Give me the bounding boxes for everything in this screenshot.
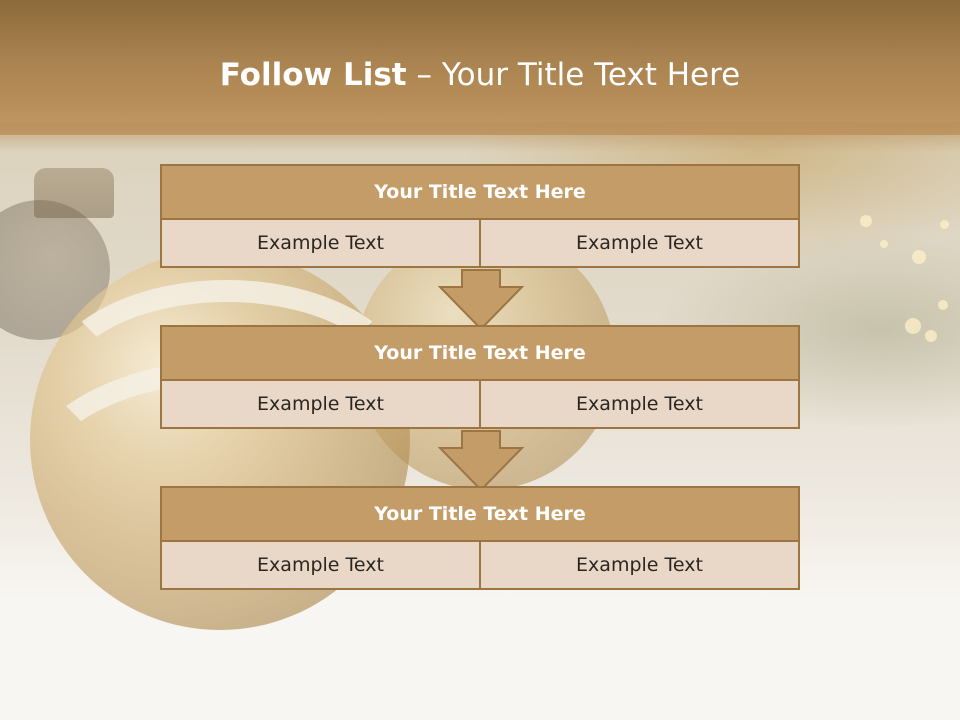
step-row: Example Text Example Text [160,540,800,590]
step-box-1: Your Title Text Here Example Text Exampl… [160,164,800,268]
step-cell-left: Example Text [160,218,481,268]
step-row: Example Text Example Text [160,379,800,429]
step-title: Your Title Text Here [160,164,800,220]
step-cell-left: Example Text [160,540,481,590]
slide-title-rest: – Your Title Text Here [406,57,741,93]
bokeh-light [880,240,888,248]
bokeh-light [912,250,926,264]
step-box-2: Your Title Text Here Example Text Exampl… [160,325,800,429]
step-cell-right: Example Text [479,379,800,429]
ornament-cap [34,168,114,218]
bokeh-light [860,215,872,227]
bokeh-light [940,220,949,229]
title-banner [0,0,960,135]
title-banner-fade [0,122,960,152]
bokeh-light [938,300,948,310]
step-cell-right: Example Text [479,218,800,268]
down-arrow-icon [438,430,524,492]
slide-title-bold: Follow List [219,57,407,93]
step-cell-right: Example Text [479,540,800,590]
slide-title: Follow List – Your Title Text Here [0,52,960,98]
step-title: Your Title Text Here [160,486,800,542]
bokeh-light [925,330,937,342]
step-box-3: Your Title Text Here Example Text Exampl… [160,486,800,590]
down-arrow-icon [438,269,524,331]
step-row: Example Text Example Text [160,218,800,268]
step-cell-left: Example Text [160,379,481,429]
bokeh-light [905,318,921,334]
step-title: Your Title Text Here [160,325,800,381]
